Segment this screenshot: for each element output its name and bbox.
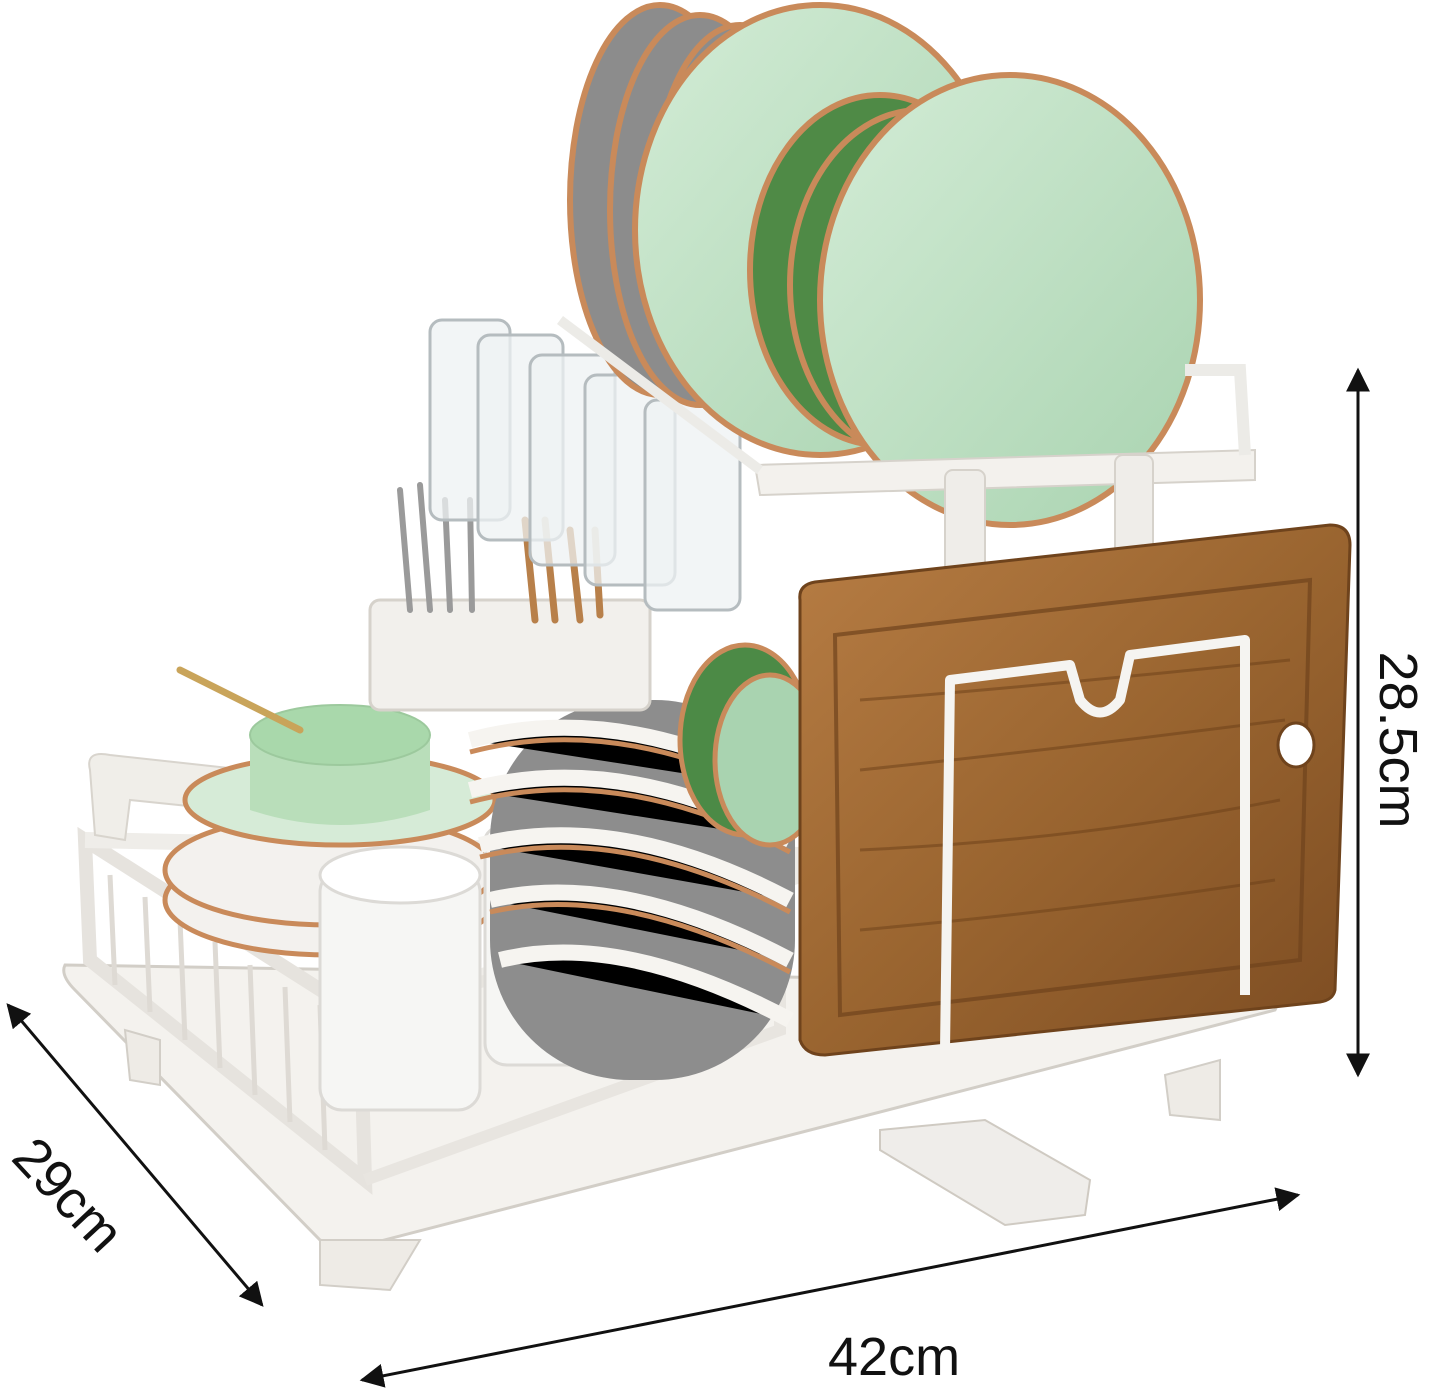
width-dimension-line xyxy=(359,1187,1301,1388)
width-label: 42cm xyxy=(828,1327,961,1387)
depth-dimension-line xyxy=(6,1003,264,1307)
cutting-board xyxy=(798,523,1352,1057)
drain-spout xyxy=(879,1118,1092,1227)
lower-plates xyxy=(467,642,828,1080)
glasses xyxy=(428,318,742,612)
upper-plates xyxy=(567,2,1203,528)
height-label: 28.5cm xyxy=(1368,651,1428,829)
